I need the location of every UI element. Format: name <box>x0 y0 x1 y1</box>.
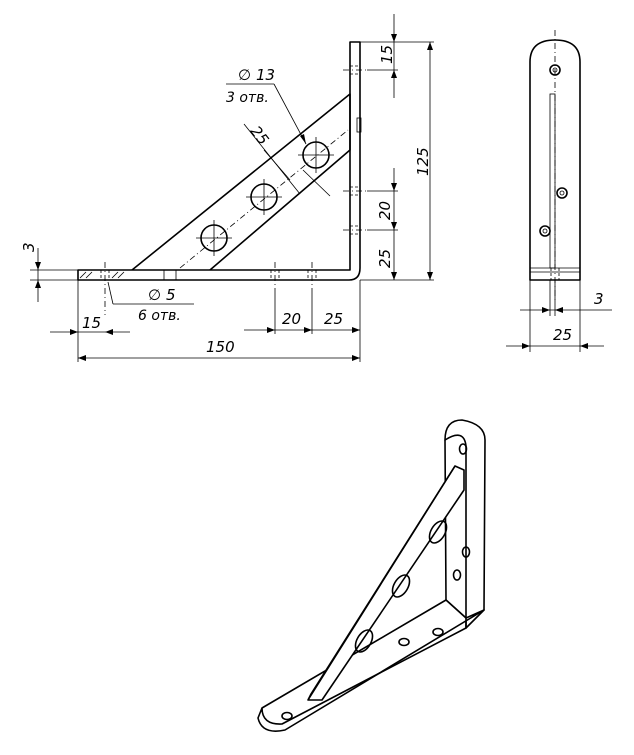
dim-vert-25: 25 <box>376 249 394 268</box>
iso-hhole-3 <box>281 711 293 721</box>
dim-hole-small-symbol: ∅ <box>148 286 161 304</box>
flange-hole-h3 <box>307 262 317 288</box>
iso-strut-hole-3 <box>354 629 374 653</box>
dim-hole-large-symbol: ∅ <box>238 66 251 84</box>
iso-vertical-flange <box>444 419 486 629</box>
front-view: ∅ 13 3 отв. 25 15 125 <box>20 14 434 362</box>
dim-bottom-20: 20 <box>282 310 301 328</box>
dim-length-150: 150 <box>206 338 235 356</box>
dim-hole-large: ∅ 13 3 отв. <box>226 66 307 145</box>
flange-hole-v2 <box>343 186 367 196</box>
dim-strut-width-value: 25 <box>246 122 272 148</box>
dim-left-15: 15 <box>82 314 101 332</box>
iso-hhole-1 <box>432 627 444 637</box>
bracket-outline <box>77 41 361 281</box>
dim-hole-large-dia: 13 <box>256 66 275 84</box>
dim-top-15: 15 <box>378 45 396 64</box>
iso-hhole-2 <box>398 637 410 647</box>
side-hole-top <box>549 64 561 76</box>
diagonal-strut <box>131 93 351 271</box>
side-hole-mid <box>556 187 568 199</box>
hatch-left <box>79 269 177 281</box>
iso-vhole-2 <box>461 546 471 558</box>
iso-strut-hole-2 <box>391 574 411 598</box>
flange-hole-h1 <box>100 262 110 315</box>
side-dim-width-25: 25 <box>553 326 572 344</box>
strut-centerline <box>179 129 349 269</box>
dim-thickness-left: 3 <box>20 242 78 302</box>
dim-vert-20: 20 <box>376 201 394 220</box>
dim-strut-width: 25 <box>243 122 331 197</box>
side-dim-thickness-3: 3 <box>594 290 604 308</box>
side-view: 3 25 <box>506 30 612 352</box>
dim-thickness-3: 3 <box>20 242 38 252</box>
side-dim-width: 25 <box>506 280 604 352</box>
iso-strut-edge <box>307 465 456 701</box>
dim-height-125: 125 <box>414 147 432 176</box>
dim-vertical-chain: 15 125 20 25 <box>360 14 434 281</box>
strut-hole-3 <box>298 137 334 173</box>
dim-bottom-chain: 15 20 25 150 <box>50 280 361 362</box>
dim-hole-small-count: 6 отв. <box>138 308 181 324</box>
strut-hole-1 <box>196 220 232 256</box>
iso-vhole-3 <box>452 569 462 581</box>
side-outline <box>529 39 581 281</box>
flange-hole-v1 <box>343 65 367 75</box>
side-strut <box>549 93 556 269</box>
flange-hole-h2 <box>270 262 280 288</box>
isometric-view <box>257 419 486 732</box>
dim-hole-small: ∅ 5 6 отв. <box>107 281 194 324</box>
side-hole-low <box>539 225 551 237</box>
iso-strut-hole-1 <box>428 520 448 544</box>
flange-hole-v3 <box>343 225 367 235</box>
iso-vhole-1 <box>458 443 468 455</box>
dim-hole-large-count: 3 отв. <box>226 90 269 106</box>
strut-weld-mark <box>356 117 362 133</box>
dim-bottom-25: 25 <box>324 310 343 328</box>
side-dim-thickness: 3 <box>520 280 612 316</box>
dim-hole-small-dia: 5 <box>166 286 176 304</box>
strut-hole-2 <box>246 179 282 215</box>
iso-horizontal-edge <box>261 618 467 725</box>
